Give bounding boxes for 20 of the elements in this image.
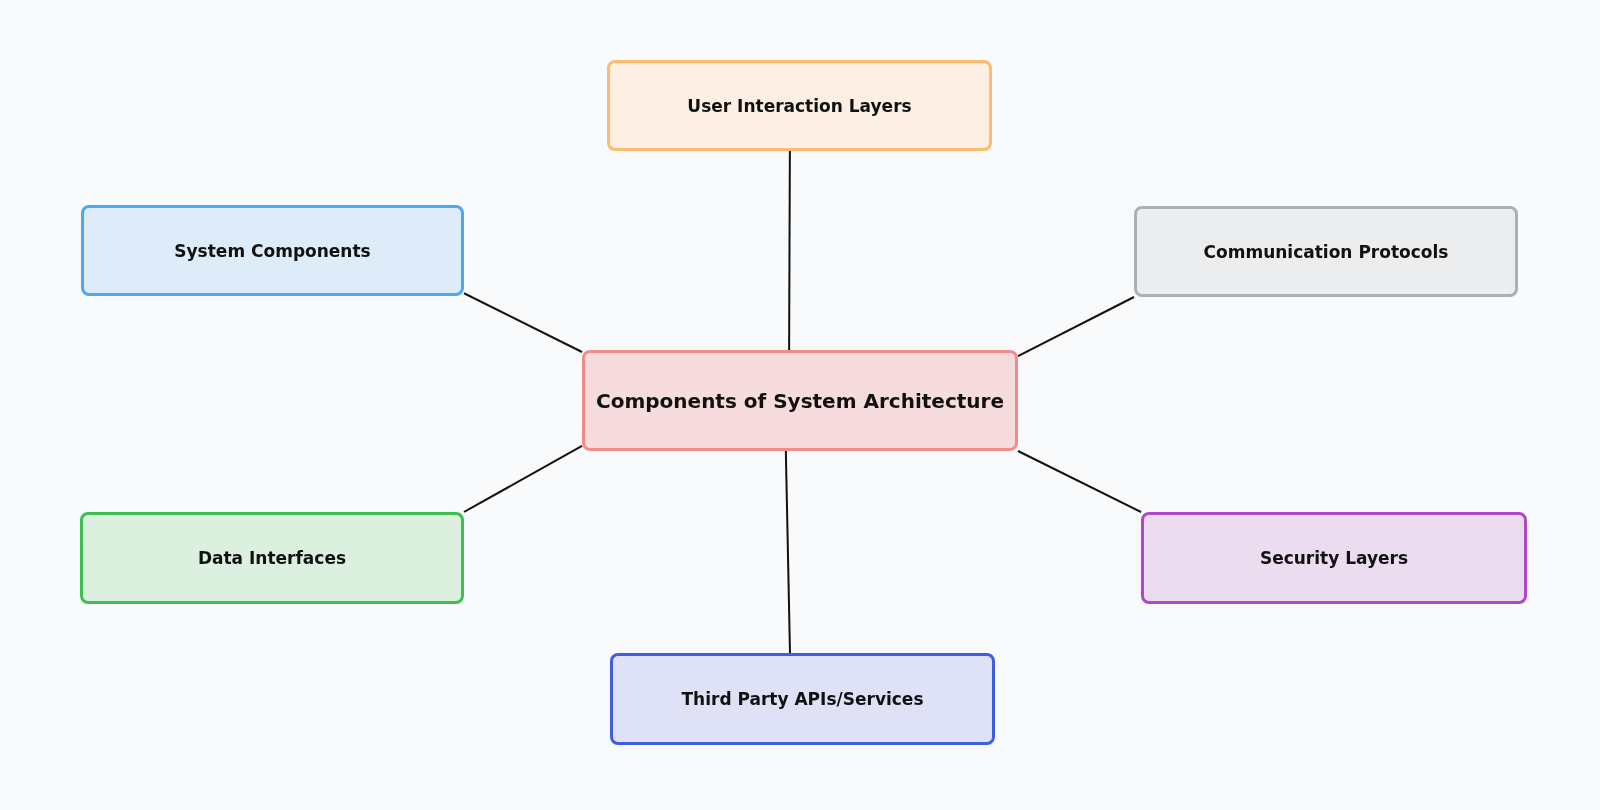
connector-line [463, 292, 583, 353]
topic-label: System Components [173, 240, 372, 261]
topic-box [1141, 512, 1527, 604]
connector-line [463, 444, 583, 513]
topic-box [81, 205, 464, 296]
connector-line [784, 450, 791, 654]
connector-line [1017, 450, 1142, 513]
topic-box [582, 350, 1018, 451]
connector-line [1017, 296, 1135, 358]
topic-label: Third Party APIs/Services [680, 689, 925, 709]
topic-box [610, 653, 995, 745]
topic-label: Security Layers [1258, 548, 1410, 568]
connector-line [788, 150, 791, 351]
topic-box [607, 60, 992, 151]
topic-box [1134, 206, 1518, 297]
topic-label: Data Interfaces [196, 548, 348, 568]
topic-box [80, 512, 464, 604]
topic-label: User Interaction Layers [686, 95, 913, 116]
topic-label: Communication Protocols [1202, 241, 1450, 262]
topic-label: Components of System Architecture [595, 388, 1005, 413]
